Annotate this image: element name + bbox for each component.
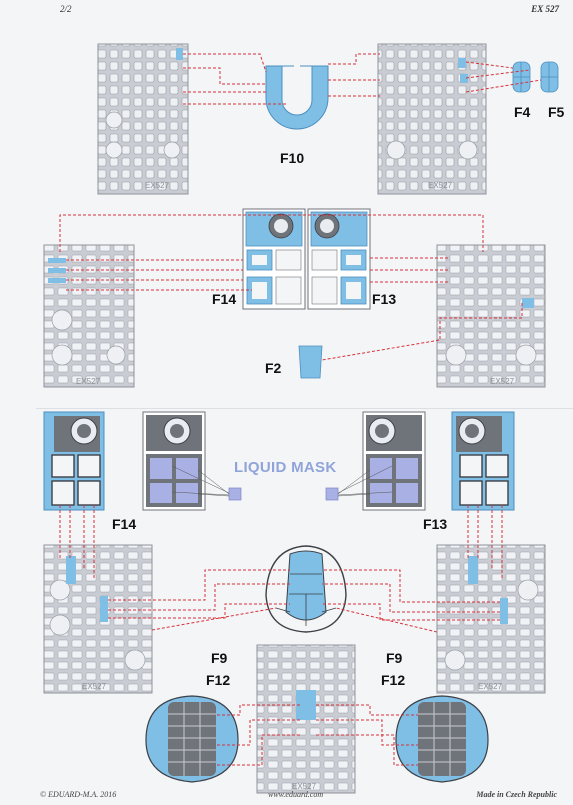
label-f13-top: F13 [372,291,397,307]
fret-top-left: EX527 [97,43,189,195]
fret-middle-left: EX527 [43,244,135,388]
leader-lines-row1 [183,53,542,105]
f10-mask [265,62,329,130]
fret-lower-left: EX527 [43,544,153,694]
fret-code-label: EX527 [490,377,515,386]
f12-right-mask [395,695,489,783]
liquid-mask-label: LIQUID MASK [234,459,337,476]
liquid-mask-swatches [171,465,393,501]
fret-code-label: EX527 [428,181,453,190]
f14-bottom-blue [43,411,105,511]
fret-lower-right: EX527 [436,544,546,694]
footer-origin: Made in Czech Republic [476,790,557,799]
fold-line [36,408,573,409]
f13-bottom-blue [451,411,515,511]
f2-mask [298,345,323,379]
label-f13-bottom: F13 [423,516,448,532]
f9-canopy-mask [265,545,347,633]
f5-mask [540,61,559,93]
leader-lines-row3-4 [59,505,503,766]
set-code: EX 527 [531,4,559,14]
leader-lines-row2 [59,214,523,361]
label-f12-left: F12 [206,672,231,688]
label-f9-right: F9 [386,650,403,666]
label-f9-left: F9 [211,650,228,666]
fret-code-label: EX527 [292,782,317,791]
fret-code-label: EX527 [82,682,107,691]
fret-code-label: EX527 [145,181,170,190]
f12-left-mask [145,695,239,783]
label-f14-top: F14 [212,291,237,307]
f14-top-panel [242,208,306,310]
fret-code-label: EX527 [478,682,503,691]
fret-top-right: EX527 [377,43,487,195]
f13-bottom-purple [362,411,426,511]
f13-top-panel [307,208,371,310]
page-number: 2/2 [60,4,72,14]
label-f14-bottom: F14 [112,516,137,532]
label-f2: F2 [265,360,282,376]
f4-mask [512,61,531,93]
fret-code-label: EX527 [76,377,101,386]
fret-middle-right: EX527 [436,244,546,388]
f14-bottom-purple [142,411,206,511]
label-f5: F5 [548,104,565,120]
footer-website: www.eduard.com [268,790,324,799]
fret-lower-center: EX527 [256,644,356,794]
footer-copyright: © EDUARD-M.A. 2016 [40,790,117,799]
label-f10: F10 [280,150,305,166]
label-f12-right: F12 [381,672,406,688]
label-f4: F4 [514,104,531,120]
